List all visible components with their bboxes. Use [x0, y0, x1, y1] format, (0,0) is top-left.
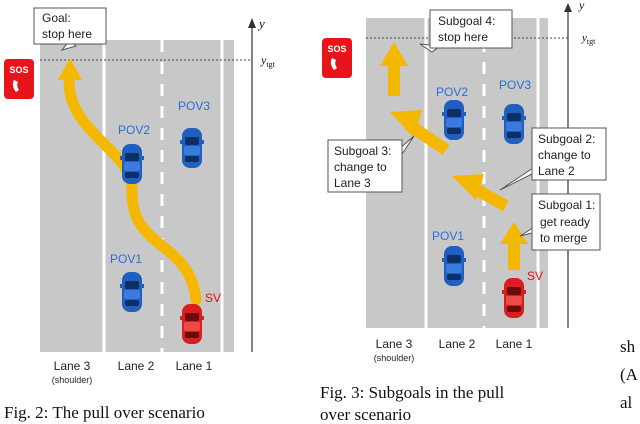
fig3-pov3-car-icon [502, 104, 526, 144]
fig3-subgoal4-line1: Subgoal 4: [438, 14, 495, 28]
fig2-sos-text: SOS [9, 65, 28, 75]
fig3-subgoal3-line3: Lane 3 [334, 176, 371, 190]
side-text-fragment: sh (A al [620, 337, 639, 412]
sos-phone-icon [12, 80, 19, 92]
fig3-subgoal3-line1: Subgoal 3: [334, 144, 391, 158]
fig3: y ytgt SOS POV2 POV3 [320, 0, 607, 424]
fig2-caption: Fig. 2: The pull over scenario [4, 403, 205, 422]
sos-phone-icon [330, 58, 337, 70]
fig3-subgoal2-line1: Subgoal 2: [538, 132, 595, 146]
fig2-lane1-label: Lane 1 [176, 359, 213, 373]
fig2-goal-line1: Goal: [42, 11, 71, 25]
fig3-subgoal2-line2: change to [538, 148, 591, 162]
fig3-sos-text: SOS [327, 44, 346, 54]
fig2-goal-callout: Goal: stop here [33, 7, 107, 51]
fig2-y-tgt-label: ytgt [260, 53, 276, 69]
fig2-goal-line2: stop here [42, 27, 92, 41]
fig2-pov2-car-icon [120, 144, 144, 184]
fig3-pov1-car-icon [442, 246, 466, 286]
fig3-sos-sign: SOS [322, 38, 352, 78]
fig3-subgoal3-line2: change to [334, 160, 387, 174]
fig2-pov3-car-icon [180, 128, 204, 168]
side-text-line2: (A [620, 365, 639, 384]
fig2-pov2-label: POV2 [118, 123, 150, 137]
fig3-pov2-label: POV2 [436, 85, 468, 99]
fig3-pov1-label: POV1 [432, 229, 464, 243]
fig3-subgoal2-line3: Lane 2 [538, 164, 575, 178]
fig2-path-arrow [63, 66, 202, 306]
side-text-line1: sh [620, 337, 636, 356]
fig2-shoulder-label: (shoulder) [52, 375, 93, 385]
fig2-pov3-label: POV3 [178, 99, 210, 113]
fig3-subgoal4-line2: stop here [438, 30, 488, 44]
fig3-subgoal1-line2: get ready [540, 215, 590, 229]
fig3-lane3-label: Lane 3 [376, 337, 413, 351]
fig3-arrowhead-subgoal2-icon [452, 174, 484, 200]
fig2-sos-sign: SOS [4, 59, 34, 99]
fig3-sv-car-icon [502, 278, 526, 318]
fig3-y-axis-label: y [578, 0, 585, 12]
fig3-arrowhead-subgoal4-icon [380, 42, 408, 66]
fig2-path-arrowhead-icon [58, 58, 82, 80]
fig2-sv-car-icon [180, 304, 204, 344]
fig3-subgoal4-callout: Subgoal 4: stop here [419, 9, 513, 53]
fig3-subgoal3-callout: Subgoal 3: change to Lane 3 [327, 135, 415, 193]
fig3-caption-line1: Fig. 3: Subgoals in the pull [320, 383, 504, 402]
fig3-pov3-label: POV3 [499, 78, 531, 92]
fig2-sv-label: SV [205, 291, 221, 305]
fig3-subgoal1-line1: Subgoal 1: [538, 198, 595, 212]
fig3-subgoal-arrows [380, 42, 528, 270]
fig2-y-axis-arrow-icon [248, 18, 256, 28]
fig2-y-axis-label: y [257, 16, 265, 31]
fig2-lane3-label: Lane 3 [54, 359, 91, 373]
fig2-pov1-car-icon [120, 272, 144, 312]
fig3-y-tgt-label: ytgt [581, 32, 596, 46]
side-text-line3: al [620, 393, 633, 412]
fig3-subgoal1-callout: Subgoal 1: get ready to merge [519, 193, 601, 251]
fig2: y ytgt SOS POV2 POV3 POV1 SV Goal: stop … [4, 7, 276, 422]
fig3-caption-line2: over scenario [320, 405, 411, 424]
fig3-arrowhead-subgoal1-icon [500, 222, 528, 244]
fig3-lane1-label: Lane 1 [496, 337, 533, 351]
fig3-y-axis-arrow-icon [564, 3, 572, 12]
fig3-shoulder-label: (shoulder) [374, 353, 415, 363]
fig3-arrowhead-subgoal3-icon [390, 110, 422, 138]
fig3-lane2-label: Lane 2 [439, 337, 476, 351]
fig2-pov1-label: POV1 [110, 252, 142, 266]
fig3-subgoal1-line3: to merge [540, 231, 588, 245]
fig3-pov2-car-icon [442, 100, 466, 140]
fig3-subgoal2-callout: Subgoal 2: change to Lane 2 [499, 127, 607, 191]
fig3-sv-label: SV [527, 269, 543, 283]
fig2-lane2-label: Lane 2 [118, 359, 155, 373]
